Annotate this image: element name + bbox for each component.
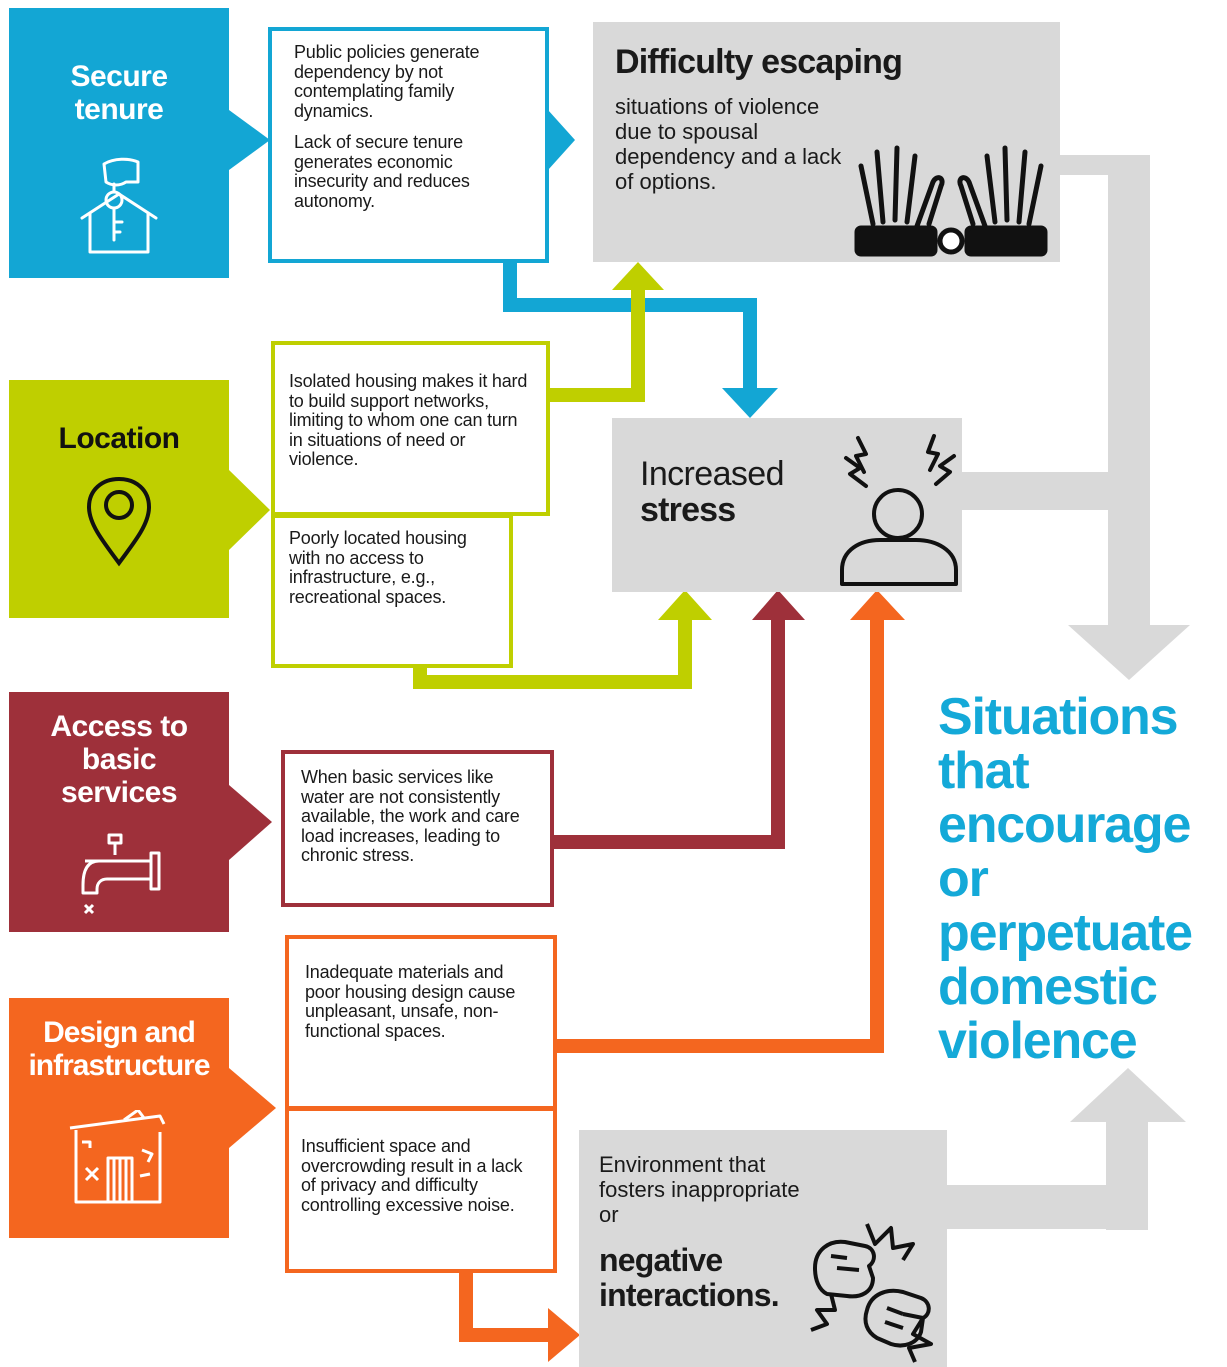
lime-connector-stress bbox=[413, 618, 692, 689]
cause-location-isolated: Isolated housing makes it hard to build … bbox=[271, 341, 550, 516]
secure-text-pointer bbox=[548, 110, 575, 170]
effect-title-line1: Increased bbox=[640, 455, 785, 493]
water-tap-icon bbox=[81, 833, 161, 915]
cause-design-materials: Inadequate materials and poor housing de… bbox=[285, 935, 557, 1110]
effect-title-line2: stress bbox=[640, 491, 736, 529]
cause-text: Inadequate materials and poor housing de… bbox=[305, 962, 516, 1041]
handcuffed-hands-icon bbox=[854, 145, 1048, 257]
gray-arrow-up-head bbox=[1070, 1068, 1186, 1122]
category-title: Secure tenure bbox=[70, 60, 168, 126]
effect-text: Environment that fosters inappropriate o… bbox=[599, 1152, 800, 1227]
lime-arrowhead-escaping bbox=[612, 262, 664, 290]
stressed-person-icon bbox=[840, 434, 958, 586]
cause-text: Lack of secure tenure generates economic… bbox=[294, 132, 470, 211]
category-access-basic-services: Access to basic services bbox=[9, 692, 229, 932]
cause-text: Public policies generate dependency by n… bbox=[294, 42, 480, 121]
effect-text: situations of violence due to spousal de… bbox=[615, 94, 842, 194]
gray-arrow-down-head bbox=[1068, 625, 1190, 680]
category-location: Location bbox=[9, 380, 229, 618]
effect-negative-interactions: Environment that fosters inappropriate o… bbox=[579, 1130, 947, 1367]
category-title: Design and infrastructure bbox=[28, 1016, 210, 1082]
secure-pointer bbox=[229, 110, 270, 170]
cause-design-overcrowding: Insufficient space and overcrowding resu… bbox=[285, 1107, 557, 1273]
orange-connector-negative bbox=[459, 1268, 550, 1342]
fighting-fists-icon bbox=[810, 1223, 933, 1363]
effect-increased-stress: Increased stress bbox=[612, 418, 962, 592]
cause-text: Isolated housing makes it hard to build … bbox=[289, 371, 528, 469]
gray-arrow-down-shaft bbox=[1108, 155, 1150, 630]
category-title: Location bbox=[58, 422, 181, 455]
maroon-arrowhead bbox=[752, 590, 805, 620]
category-secure-tenure: Secure tenure bbox=[9, 8, 229, 278]
maroon-connector bbox=[553, 618, 785, 849]
orange-connector-stress bbox=[555, 618, 884, 1053]
lime-connector-escaping bbox=[550, 288, 645, 402]
blue-connector bbox=[503, 262, 757, 390]
location-pointer bbox=[229, 470, 270, 550]
cause-text: When basic services like water are not c… bbox=[301, 767, 520, 865]
cause-text: Insufficient space and overcrowding resu… bbox=[301, 1136, 523, 1215]
outcome-title: Situations that encourage or perpetuate … bbox=[938, 688, 1193, 1070]
lime-arrowhead-stress bbox=[658, 590, 712, 620]
orange-arrowhead-stress bbox=[850, 590, 905, 620]
cause-location-poorly-located: Poorly located housing with no access to… bbox=[271, 514, 513, 668]
effect-title: Difficulty escaping bbox=[615, 43, 903, 81]
damaged-house-icon bbox=[69, 1110, 166, 1204]
category-title: Access to basic services bbox=[50, 710, 188, 809]
cause-basic-services: When basic services like water are not c… bbox=[281, 750, 554, 907]
location-pin-icon bbox=[86, 476, 152, 567]
cause-text: Poorly located housing with no access to… bbox=[289, 528, 467, 607]
design-pointer bbox=[229, 1068, 276, 1148]
blue-arrowhead bbox=[722, 388, 778, 418]
hand-key-house-icon bbox=[80, 157, 158, 254]
orange-arrowhead-negative bbox=[548, 1308, 580, 1362]
category-design-infrastructure: Design and infrastructure bbox=[9, 998, 229, 1238]
gray-arrow-up-shaft bbox=[1106, 1115, 1148, 1230]
cause-secure-tenure: Public policies generate dependency by n… bbox=[268, 27, 549, 263]
effect-difficulty-escaping: Difficulty escaping situations of violen… bbox=[593, 22, 1060, 262]
effect-bold: negative interactions. bbox=[599, 1242, 780, 1313]
gray-arrow-stress-segment bbox=[962, 472, 1122, 510]
services-pointer bbox=[229, 785, 272, 860]
